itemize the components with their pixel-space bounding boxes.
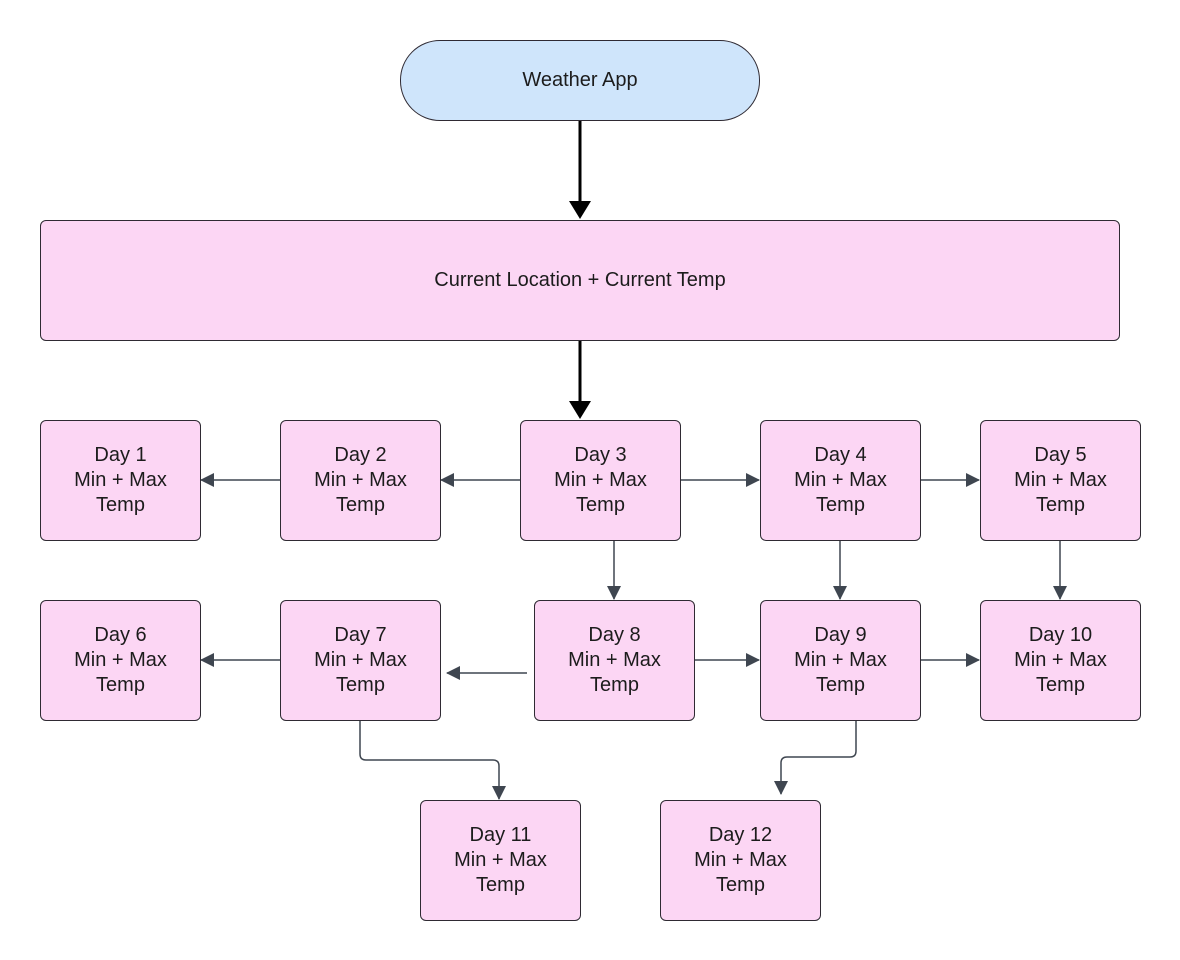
day-temp: Temp: [816, 674, 865, 696]
weather-app-node: Weather App: [400, 40, 760, 121]
day-min-max: Min + Max: [694, 849, 787, 871]
day-title: Day 4: [814, 444, 867, 466]
day-min-max: Min + Max: [314, 469, 407, 491]
day-temp: Temp: [96, 494, 145, 516]
day-temp: Temp: [590, 674, 639, 696]
day-title: Day 5: [1034, 444, 1087, 466]
day-min-max: Min + Max: [794, 649, 887, 671]
day-temp: Temp: [336, 494, 385, 516]
day-min-max: Min + Max: [1014, 649, 1107, 671]
day-temp: Temp: [1036, 494, 1085, 516]
day-temp: Temp: [576, 494, 625, 516]
arrow-day7-to-day11: [359, 721, 506, 800]
arrow-day9-to-day12: [774, 721, 857, 795]
day-title: Day 10: [1028, 624, 1093, 646]
weather-app-label: Weather App: [522, 69, 638, 91]
day-temp: Temp: [96, 674, 145, 696]
day-min-max: Min + Max: [568, 649, 661, 671]
current-location-temp-node: Current Location + Current Temp: [40, 220, 1120, 341]
day-title: Day 11: [469, 824, 532, 846]
day-title: Day 7: [334, 624, 387, 646]
day-temp: Temp: [716, 874, 765, 896]
arrow-head-current-to-day3: [569, 401, 591, 419]
day-temp: Temp: [336, 674, 385, 696]
day-temp: Temp: [476, 874, 525, 896]
day-title: Day 2: [334, 444, 387, 466]
day-min-max: Min + Max: [314, 649, 407, 671]
day-temp: Temp: [816, 494, 865, 516]
day-min-max: Min + Max: [74, 469, 167, 491]
day-title: Day 3: [574, 444, 627, 466]
day-min-max: Min + Max: [454, 849, 547, 871]
day-title: Day 12: [708, 824, 773, 846]
day-title: Day 6: [94, 624, 147, 646]
day-min-max: Min + Max: [1014, 469, 1107, 491]
arrow-head-root-to-current: [569, 201, 591, 219]
day-min-max: Min + Max: [74, 649, 167, 671]
day-min-max: Min + Max: [794, 469, 887, 491]
day-temp: Temp: [1036, 674, 1085, 696]
current-location-temp-label: Current Location + Current Temp: [434, 269, 726, 291]
day-title: Day 1: [94, 444, 147, 466]
day-title: Day 9: [814, 624, 867, 646]
day-min-max: Min + Max: [554, 469, 647, 491]
day-title: Day 8: [588, 624, 641, 646]
